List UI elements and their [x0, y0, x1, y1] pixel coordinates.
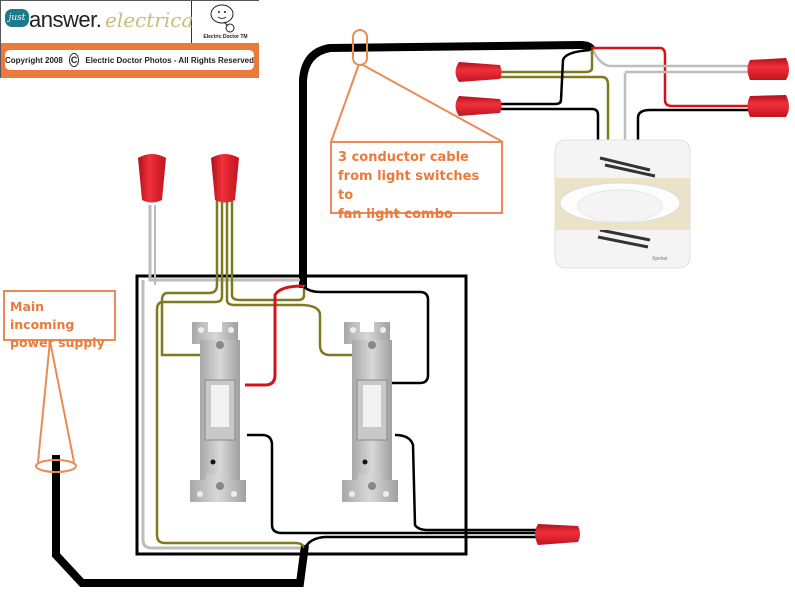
three-conductor-cable — [299, 40, 596, 288]
electrical-wordmark: electrical — [105, 8, 200, 32]
neutral-wire-top — [148, 205, 300, 282]
wire-nut-bottom-right — [535, 524, 580, 545]
black-wire-switch-2-load — [394, 433, 540, 532]
copyright-icon: C — [68, 53, 80, 67]
power-highlight-oval — [35, 459, 77, 473]
callout-power-line-1: Main incoming — [10, 299, 75, 332]
doctor-label: Electric Doctor TM — [203, 34, 248, 40]
switch-1 — [190, 322, 246, 502]
just-bubble: just — [5, 9, 29, 27]
electric-doctor-icon — [210, 4, 235, 33]
switch-box-outline — [135, 274, 468, 556]
black-wire-switch-2 — [303, 286, 430, 385]
callout-pointers — [35, 29, 504, 473]
fixture-brand: Xpelair — [652, 256, 668, 262]
black-wire-supply-to-nut — [303, 535, 540, 549]
fan-light-fixture: Xpelair — [554, 139, 691, 269]
answer-wordmark: answer. — [29, 7, 102, 32]
fan-wires — [500, 46, 750, 140]
copyright-text: Electric Doctor Photos - All Rights Rese… — [85, 55, 254, 65]
callout-cable-line-2: from light switches to — [338, 169, 480, 203]
wire-nut-top-left-ground — [211, 154, 239, 203]
incoming-power-cable — [52, 455, 309, 587]
callout-cable-line-3: fan light combo — [338, 207, 453, 222]
wire-nut-top-left-white — [138, 154, 166, 203]
copyright-year: Copyright 2008 — [5, 55, 63, 65]
red-traveler-switch-1 — [245, 284, 304, 387]
switch-2 — [342, 322, 398, 502]
callout-three-conductor-cable: 3 conductor cable from light switches to… — [330, 141, 503, 222]
wire-nut-fan-left-ground — [455, 62, 502, 82]
ground-wires — [155, 200, 354, 549]
copyright-bar: Copyright 2008 C Electric Doctor Photos … — [1, 43, 259, 78]
callout-power-line-2: power supply — [10, 335, 105, 350]
callout-main-power: Main incoming power supply — [3, 290, 116, 350]
electric-doctor-logo: Electric Doctor TM — [192, 1, 259, 43]
black-wire-switch-1-load — [247, 433, 540, 535]
logo-banner: just answer. electrical Electric Doctor … — [0, 0, 259, 78]
wire-nut-fan-right-red — [747, 95, 789, 117]
justanswer-logo: just answer. electrical — [1, 1, 200, 43]
neutral-wire-left — [141, 280, 300, 550]
wire-nut-fan-right-white — [747, 58, 789, 80]
wire-nut-fan-left-black — [455, 96, 502, 116]
cable-highlight-oval — [352, 29, 368, 66]
callout-cable-line-1: 3 conductor cable — [338, 150, 469, 165]
